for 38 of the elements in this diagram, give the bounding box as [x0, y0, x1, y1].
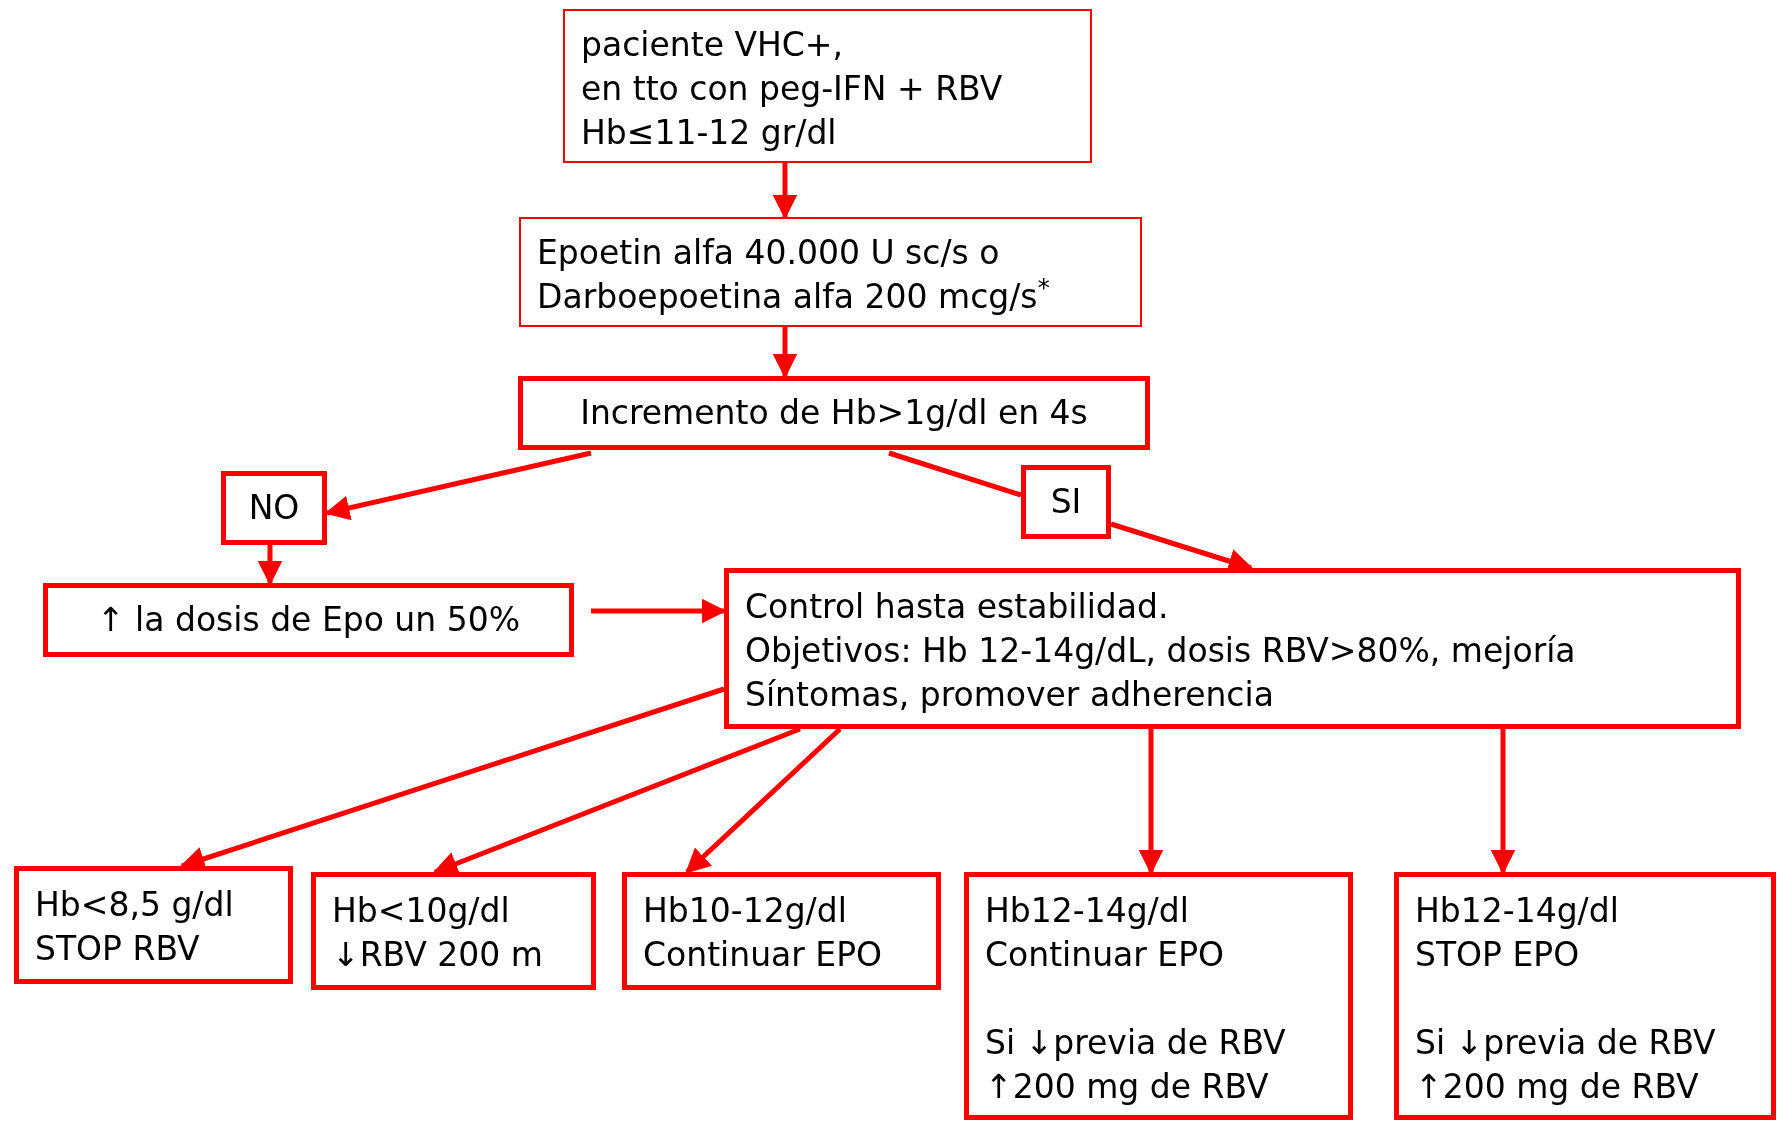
box-text: Hb12-14g/dl [985, 890, 1190, 932]
box-text: ↑ la dosis de Epo un 50% [96, 599, 521, 641]
connector-line [888, 450, 1022, 498]
box-text: Hb<10g/dl [332, 890, 511, 932]
process-box [14, 866, 293, 984]
process-box [221, 471, 327, 545]
process-box [1021, 465, 1111, 539]
process-box [311, 872, 596, 990]
arrow [685, 727, 842, 874]
box-text: paciente VHC+, [581, 24, 844, 66]
box-text: Control hasta estabilidad. [745, 586, 1170, 628]
process-box [724, 568, 1741, 729]
process-box [519, 217, 1142, 327]
process-box [964, 872, 1353, 1120]
box-text: Hb10-12g/dl [643, 890, 848, 932]
box-text: en tto con peg-IFN + RBV [581, 68, 1004, 110]
box-text: Si ↓previa de RBV ↑200 mg de RBV [1415, 1022, 1717, 1108]
process-box [43, 583, 574, 657]
box-text: Si ↓previa de RBV ↑200 mg de RBV [985, 1022, 1287, 1108]
box-text: NO [248, 487, 300, 529]
process-box [518, 376, 1150, 450]
box-text: ↓RBV 200 m [332, 934, 544, 976]
box-text: Hb≤11-12 gr/dl [581, 112, 838, 154]
box-text: Continuar EPO [643, 934, 884, 976]
box-text: Objetivos: Hb 12-14g/dL, dosis RBV>80%, mejoría Síntomas, promover adherencia [745, 630, 1577, 716]
box-text: Hb12-14g/dl [1415, 890, 1620, 932]
box-text: Continuar EPO [985, 934, 1226, 976]
box-text: SI [1050, 481, 1082, 523]
box-text: Incremento de Hb>1g/dl en 4s [580, 392, 1088, 434]
process-box [622, 872, 941, 990]
process-box [563, 9, 1092, 163]
process-box [1394, 872, 1776, 1120]
box-text: Darboepoetina alfa 200 mcg/s$^{*}$ [537, 275, 1051, 318]
box-text: Hb<8,5 g/dl [35, 884, 235, 926]
box-text: STOP RBV [35, 928, 201, 970]
arrow [772, 163, 798, 220]
box-text: STOP EPO [1415, 934, 1581, 976]
box-text: Epoetin alfa 40.000 U sc/s o [537, 232, 1001, 274]
